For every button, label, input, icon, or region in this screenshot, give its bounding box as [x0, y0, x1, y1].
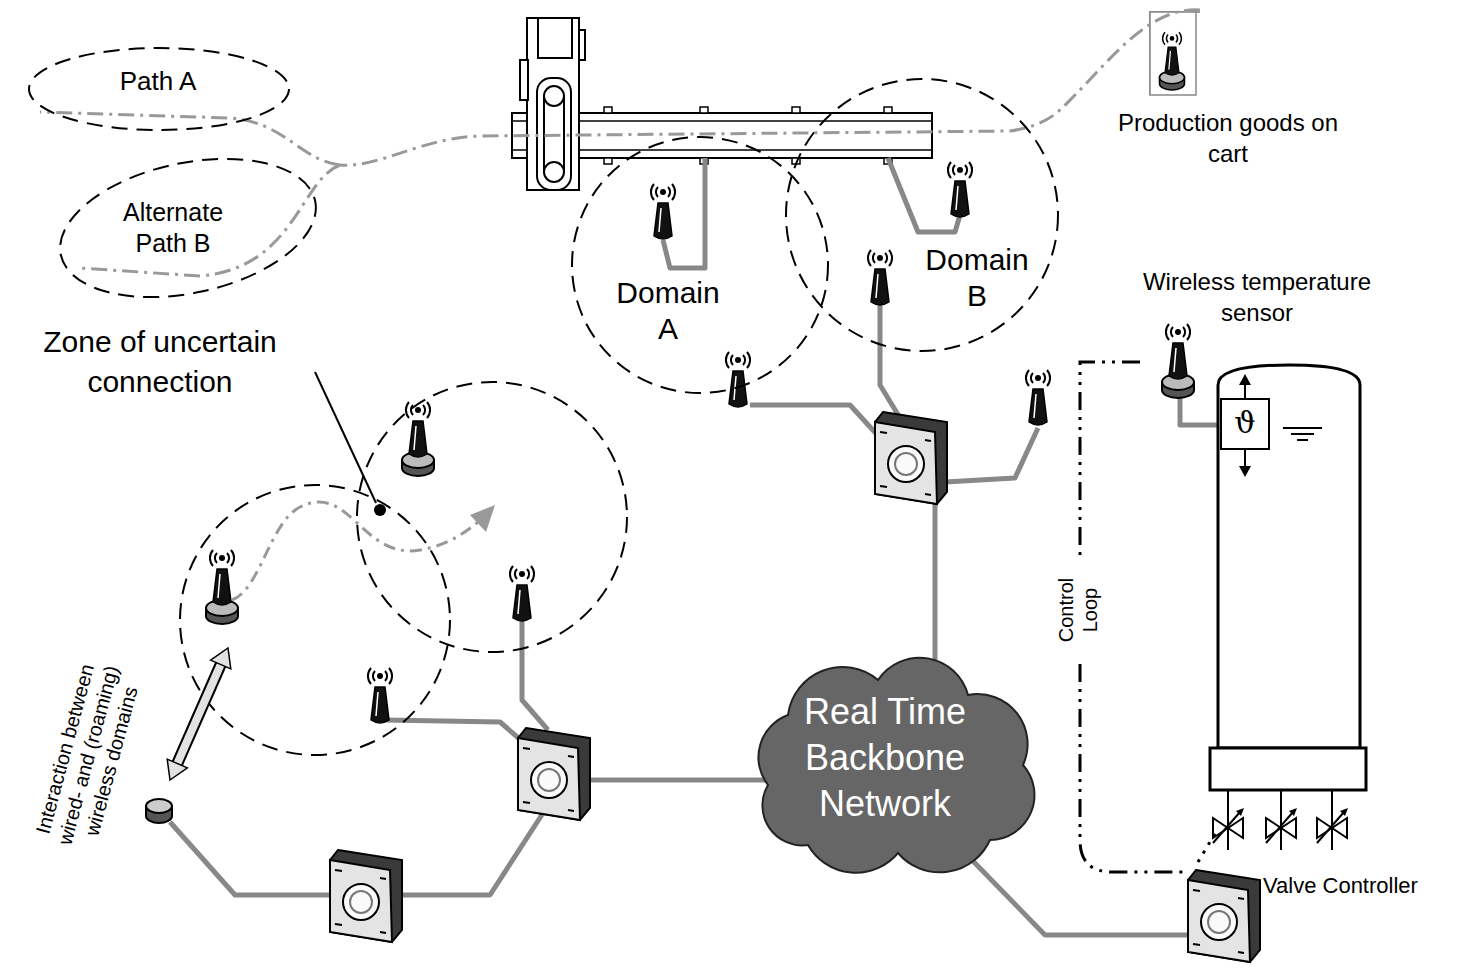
- node-text: ϑ: [1220, 404, 1270, 442]
- node-outline: [570, 135, 830, 395]
- backbone-cloud: Real Time Backbone Network: [728, 655, 1042, 858]
- node-text: Path A: [83, 65, 233, 97]
- sensor-box: ϑ: [1220, 398, 1270, 450]
- node-text: Alternate Path B: [108, 197, 238, 259]
- zone-label: Zone of uncertain connection: [10, 322, 310, 402]
- loop-label: Control Loop: [1054, 570, 1102, 650]
- node-text: Domain B: [917, 242, 1037, 314]
- node-text: Valve Controller: [1263, 872, 1453, 900]
- valve-controller: Valve Controller: [1188, 868, 1456, 968]
- device-label: Production goods on cart: [1108, 107, 1348, 169]
- path-ellipse: Path A: [26, 45, 292, 133]
- domain-circle: Domain A: [570, 135, 830, 395]
- node-outline: [55, 160, 321, 296]
- domain-circle: Domain B: [784, 77, 1060, 353]
- network-cable: [970, 858, 1188, 935]
- node-outline: [784, 77, 1060, 353]
- device-label: Wireless temperature sensor: [1137, 266, 1377, 328]
- node-text: Domain A: [608, 275, 728, 347]
- node-text: Real Time Backbone Network: [785, 689, 985, 827]
- path-ellipse: Alternate Path B: [55, 160, 321, 296]
- interaction-label: Interaction between wired- and (roaming)…: [25, 639, 151, 870]
